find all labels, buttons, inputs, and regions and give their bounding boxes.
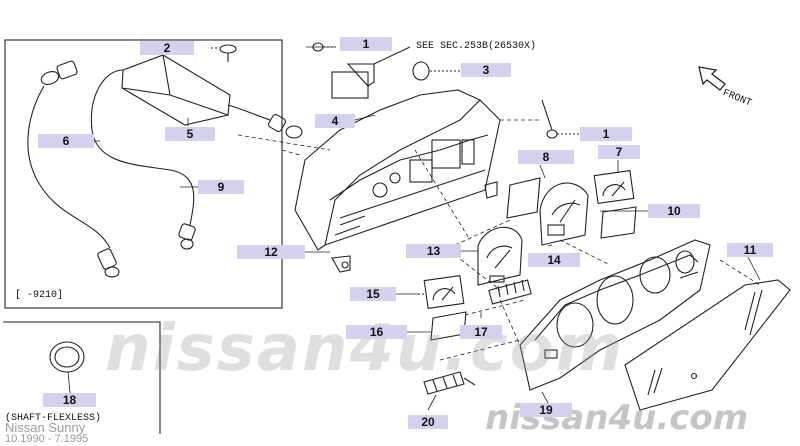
meter-14 xyxy=(539,182,589,246)
grommet-18 xyxy=(49,341,85,373)
screw-1-lower xyxy=(541,99,590,139)
callout-5: 5 xyxy=(165,127,215,141)
screw-2 xyxy=(211,44,237,62)
callout-13: 13 xyxy=(406,244,461,258)
sensor-cable-6 xyxy=(27,60,120,278)
callout-7: 7 xyxy=(598,145,640,159)
small-gauge-7 xyxy=(593,170,635,204)
callout-4: 4 xyxy=(315,114,355,128)
seal-inset-frame xyxy=(3,321,161,434)
callout-8: 8 xyxy=(518,150,574,164)
bezel-19 xyxy=(519,239,711,391)
footer-model: Nissan Sunny xyxy=(5,420,86,435)
plate-10 xyxy=(600,206,637,239)
callout-10: 10 xyxy=(648,204,700,218)
callout-1-upper: 1 xyxy=(340,37,392,51)
sensor-inset-frame xyxy=(4,39,283,309)
callout-12: 12 xyxy=(237,245,305,259)
see-section-note: SEE SEC.253B(26530X) xyxy=(416,41,537,52)
callout-19: 19 xyxy=(520,403,572,417)
sensor-unit-5 xyxy=(90,54,303,250)
odometer-17 xyxy=(488,279,532,305)
callout-1-lower: 1 xyxy=(580,127,632,141)
callout-20: 20 xyxy=(408,415,448,429)
callout-18: 18 xyxy=(43,393,96,407)
leader-lines xyxy=(67,46,761,411)
gasket-8 xyxy=(506,177,541,219)
glass-11 xyxy=(624,279,791,411)
callout-14: 14 xyxy=(528,253,580,267)
callout-17: 17 xyxy=(460,325,502,339)
speedometer-13 xyxy=(477,226,523,286)
callout-16: 16 xyxy=(346,325,407,339)
bracket-connector xyxy=(331,46,411,99)
assembly-lines xyxy=(237,119,761,361)
callout-15: 15 xyxy=(350,287,396,301)
watermark-main: nissan4u.com xyxy=(105,312,625,386)
callout-6: 6 xyxy=(38,134,94,148)
connector-20 xyxy=(423,371,476,395)
date-range-note: [ -9210] xyxy=(15,290,64,301)
footer-dates: 10.1990 - 7.1995 xyxy=(5,433,89,445)
callout-2: 2 xyxy=(140,41,194,55)
callout-9: 9 xyxy=(198,180,244,194)
callout-3: 3 xyxy=(461,63,511,77)
shaft-flexless-note: (SHAFT-FLEXLESS) xyxy=(5,413,102,424)
front-arrow xyxy=(698,66,726,91)
callout-11: 11 xyxy=(727,243,773,257)
bulb-socket-3 xyxy=(412,61,460,81)
gauge-15 xyxy=(418,275,465,309)
